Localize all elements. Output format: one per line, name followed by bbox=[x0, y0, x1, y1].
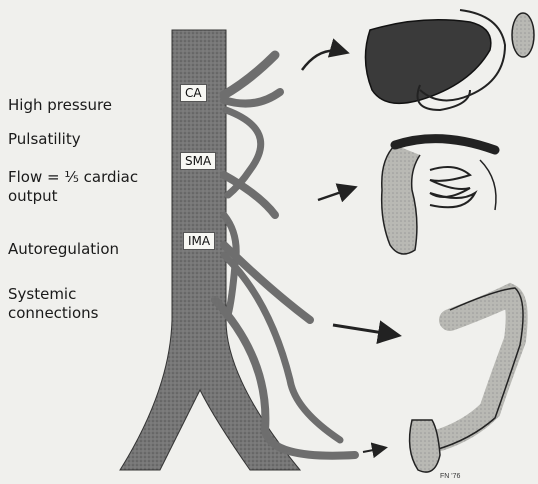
feature-systemic-connections: Systemic connections bbox=[8, 285, 128, 323]
liver bbox=[365, 20, 490, 104]
ima-label: IMA bbox=[183, 232, 215, 250]
celiac-artery bbox=[224, 55, 275, 95]
spleen bbox=[512, 13, 534, 57]
feature-pulsatility: Pulsatility bbox=[8, 130, 81, 149]
arrow-to-rectum bbox=[363, 448, 384, 452]
arrow-to-intestine bbox=[318, 188, 353, 200]
feature-flow: Flow = ⅕ cardiac output bbox=[8, 168, 163, 206]
rectum bbox=[410, 420, 440, 472]
descending-colon bbox=[440, 295, 517, 440]
arrow-to-colon bbox=[333, 325, 396, 335]
sma-label: SMA bbox=[180, 152, 216, 170]
transverse-colon bbox=[395, 139, 495, 150]
mesentery-line bbox=[480, 160, 496, 210]
arrow-to-liver bbox=[302, 50, 345, 70]
small-intestine bbox=[430, 167, 475, 207]
feature-autoregulation: Autoregulation bbox=[8, 240, 119, 259]
ca-label: CA bbox=[180, 84, 207, 102]
ascending-colon bbox=[382, 145, 420, 254]
feature-high-pressure: High pressure bbox=[8, 96, 112, 115]
artist-signature: FN '76 bbox=[440, 473, 461, 480]
